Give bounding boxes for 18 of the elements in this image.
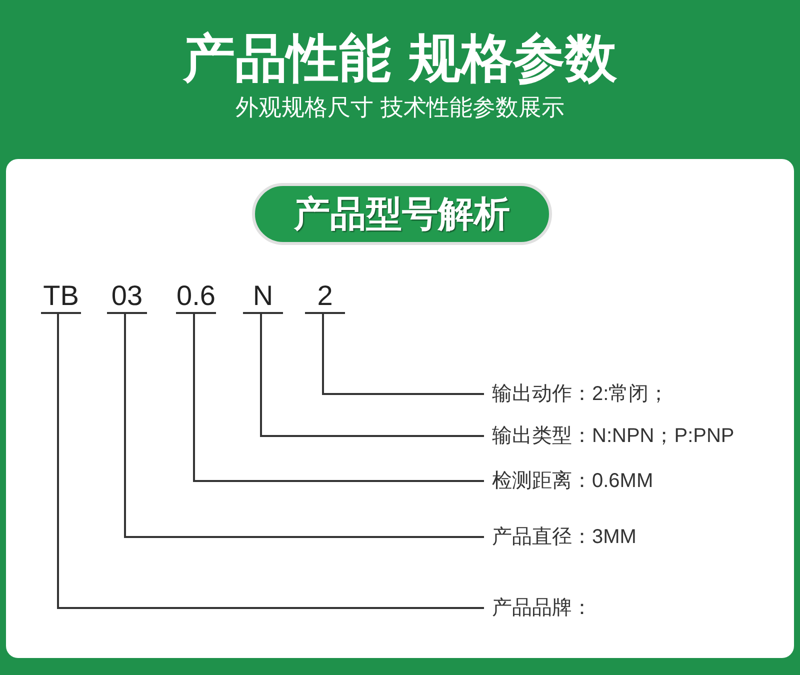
leader-line bbox=[322, 314, 484, 395]
spec-label: 产品品牌： bbox=[484, 594, 592, 622]
spec-label: 输出类型：N:NPN；P:PNP bbox=[484, 422, 734, 450]
model-code-segment: 2 bbox=[305, 280, 345, 314]
heading-pill: 产品型号解析 bbox=[252, 183, 552, 245]
model-code-segment: TB bbox=[41, 280, 81, 314]
spec-label: 产品直径：3MM bbox=[484, 523, 636, 551]
model-code-segment: 03 bbox=[107, 280, 147, 314]
spec-label: 检测距离：0.6MM bbox=[484, 467, 654, 495]
subtitle: 外观规格尺寸 技术性能参数展示 bbox=[235, 94, 565, 123]
model-code-segment: N bbox=[243, 280, 283, 314]
leader-line bbox=[260, 314, 484, 437]
leader-line bbox=[57, 314, 484, 609]
leader-line bbox=[193, 314, 484, 482]
spec-label: 输出动作：2:常闭； bbox=[484, 380, 669, 408]
model-code-segment: 0.6 bbox=[176, 280, 216, 314]
leader-line bbox=[124, 314, 484, 538]
page-title: 产品性能 规格参数 bbox=[182, 28, 618, 90]
